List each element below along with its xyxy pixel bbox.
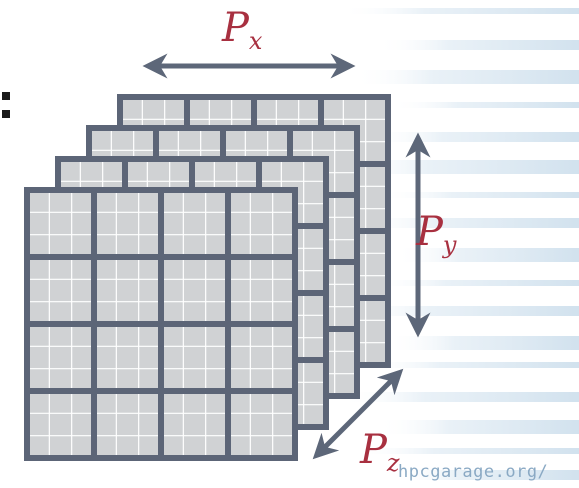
streak: [377, 40, 579, 50]
streak: [355, 448, 579, 454]
py-label-letter: P: [416, 209, 443, 255]
streak: [387, 336, 579, 350]
streak: [359, 218, 579, 228]
pz-label: Pz: [360, 430, 400, 475]
streak: [378, 420, 579, 434]
grid-layer: [24, 187, 298, 461]
streak: [341, 392, 579, 402]
streak: [354, 70, 579, 84]
streak: [350, 306, 579, 316]
pz-label-letter: P: [360, 427, 387, 473]
py-label-subscript: y: [442, 231, 457, 259]
streak: [364, 362, 579, 368]
pz-arrow: [312, 368, 404, 460]
streak: [392, 470, 579, 480]
streak: [391, 102, 579, 108]
grid-layers: [24, 94, 391, 461]
streak: [373, 280, 579, 286]
streak: [340, 8, 579, 14]
watermark-url: hpcgarage.org/: [398, 462, 549, 482]
dimension-arrows: [142, 53, 431, 460]
px-label-subscript: x: [248, 27, 263, 55]
streak: [396, 248, 579, 262]
background-streaks: [340, 8, 579, 480]
pz-label-subscript: z: [386, 449, 400, 477]
streak: [382, 192, 579, 198]
streak: [368, 132, 579, 142]
colon-mark: [2, 92, 11, 120]
py-label: Py: [416, 212, 456, 257]
px-label-letter: P: [222, 5, 249, 51]
px-label: Px: [222, 8, 262, 53]
streak: [345, 160, 579, 174]
